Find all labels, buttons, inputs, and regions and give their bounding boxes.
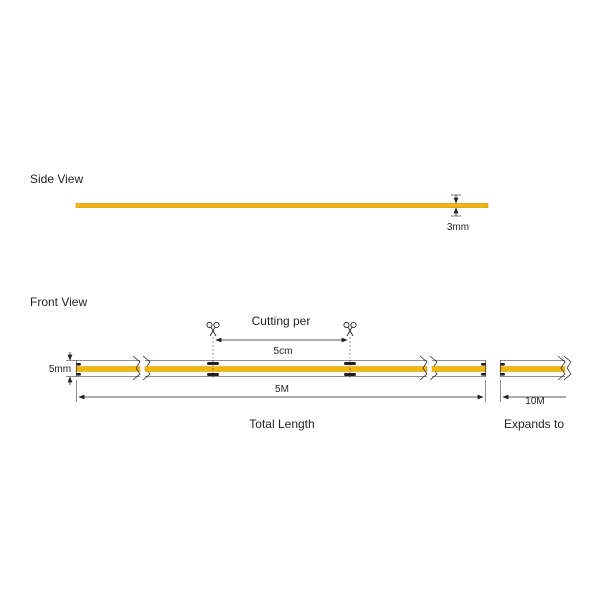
cut-point-2: [344, 360, 356, 378]
height-dimension: [66, 352, 76, 385]
side-view-title: Side View: [30, 172, 83, 186]
cutting-per-label: Cutting per: [252, 314, 311, 328]
side-view-strip: [75, 203, 489, 208]
height-label: 5mm: [49, 364, 71, 375]
expanded-strip: [499, 360, 566, 377]
strip-segment-1: [75, 360, 141, 377]
scissors-icon: [343, 321, 357, 337]
scissors-icon: [206, 321, 220, 337]
expanded-length-dimension: [500, 380, 566, 402]
expanded-length-label: 10M: [525, 396, 544, 407]
cut-point-1: [207, 360, 219, 378]
thickness-dimension: [451, 194, 461, 217]
front-view-title: Front View: [30, 295, 87, 309]
total-length-dimension: [76, 380, 486, 402]
cut-interval-label: 5cm: [274, 346, 293, 357]
thickness-label: 3mm: [447, 222, 469, 233]
expands-to-label: Expands to: [504, 417, 564, 431]
strip-segment-3: [431, 360, 487, 377]
length-label: 5M: [275, 384, 289, 395]
break-symbol-icon: [557, 355, 572, 381]
strip-segment-2: [144, 360, 428, 377]
total-length-label: Total Length: [249, 417, 314, 431]
